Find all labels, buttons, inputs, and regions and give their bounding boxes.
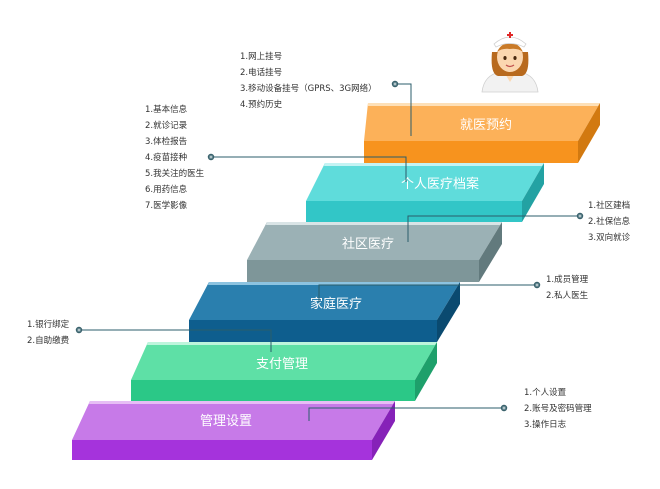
step-label: 家庭医疗: [310, 296, 362, 312]
connector-appointment: [396, 83, 412, 136]
step-label: 个人医疗档案: [401, 177, 479, 192]
note-item: 3.操作日志: [524, 419, 567, 430]
connectors: [81, 83, 578, 421]
step-front: [131, 380, 415, 401]
step-payment[interactable]: 支付管理: [131, 342, 437, 401]
note-item: 3.体检报告: [145, 136, 187, 147]
step-highlight: [89, 401, 395, 404]
notes-appointment: 1.网上挂号 2.电话挂号 3.移动设备挂号（GPRS、3G网络） 4.预约历史: [240, 51, 377, 110]
step-side: [578, 103, 600, 163]
step-front: [306, 201, 522, 222]
step-highlight: [266, 222, 502, 225]
step-highlight: [324, 163, 544, 166]
note-item: 1.银行绑定: [27, 319, 70, 330]
step-top: [131, 342, 437, 380]
step-label: 管理设置: [200, 414, 252, 429]
step-highlight: [208, 282, 460, 285]
note-item: 2.自助缴费: [27, 335, 70, 346]
connector-payment: [81, 329, 272, 352]
step-label: 支付管理: [256, 357, 308, 372]
step-side: [372, 401, 395, 460]
step-community-care[interactable]: 社区医疗: [247, 222, 502, 282]
dot-family: [533, 281, 541, 289]
note-item: 7.医学影像: [145, 200, 188, 211]
step-front: [364, 141, 578, 163]
note-item: 4.疫苗接种: [145, 152, 187, 163]
notes-family: 1.成员管理 2.私人医生: [546, 274, 589, 301]
note-item: 2.私人医生: [546, 290, 589, 301]
connector-community: [407, 215, 578, 242]
note-item: 1.个人设置: [524, 387, 567, 398]
step-appointment[interactable]: 就医预约: [364, 103, 600, 163]
dot-records: [207, 153, 215, 161]
note-item: 1.成员管理: [546, 274, 589, 285]
step-top: [364, 103, 600, 141]
connector-family: [318, 284, 535, 302]
nurse-avatar-icon: [481, 32, 539, 93]
dot-settings: [500, 404, 508, 412]
step-highlight: [368, 103, 600, 106]
note-item: 2.社保信息: [588, 216, 631, 227]
step-top: [189, 282, 460, 320]
note-item: 2.账号及密码管理: [524, 403, 592, 414]
note-item: 2.就诊记录: [145, 120, 188, 131]
step-side: [415, 342, 437, 401]
dot-payment: [75, 326, 83, 334]
connector-dots: [75, 80, 584, 412]
step-settings[interactable]: 管理设置: [72, 401, 395, 460]
note-item: 1.基本信息: [145, 104, 188, 115]
note-item: 2.电话挂号: [240, 67, 282, 78]
notes-records: 1.基本信息 2.就诊记录 3.体检报告 4.疫苗接种 5.我关注的医生 6.用…: [145, 104, 205, 211]
step-label: 社区医疗: [342, 236, 394, 252]
step-label: 就医预约: [460, 118, 512, 133]
note-item: 1.社区建档: [588, 200, 630, 211]
step-top: [306, 163, 544, 201]
connector-records: [213, 156, 407, 182]
step-personal-records[interactable]: 个人医疗档案: [306, 163, 544, 222]
note-item: 6.用药信息: [145, 184, 188, 195]
step-side: [437, 282, 460, 342]
step-front: [72, 440, 372, 460]
step-highlight: [147, 342, 437, 345]
step-family-care[interactable]: 家庭医疗: [189, 282, 460, 342]
step-side: [479, 222, 502, 282]
step-top: [72, 401, 395, 440]
dot-community: [576, 212, 584, 220]
notes-payment: 1.银行绑定 2.自助缴费: [27, 319, 70, 346]
dot-appointment: [391, 80, 399, 88]
step-top: [247, 222, 502, 260]
note-item: 3.移动设备挂号（GPRS、3G网络）: [240, 83, 377, 94]
note-item: 3.双向就诊: [588, 232, 631, 243]
note-item: 5.我关注的医生: [145, 168, 205, 179]
notes-community: 1.社区建档 2.社保信息 3.双向就诊: [588, 200, 631, 243]
step-front: [247, 260, 479, 282]
notes-settings: 1.个人设置 2.账号及密码管理 3.操作日志: [524, 387, 592, 430]
connector-settings: [308, 407, 502, 421]
note-item: 1.网上挂号: [240, 51, 282, 62]
note-item: 4.预约历史: [240, 99, 283, 110]
step-front: [189, 320, 437, 342]
step-side: [522, 163, 544, 222]
